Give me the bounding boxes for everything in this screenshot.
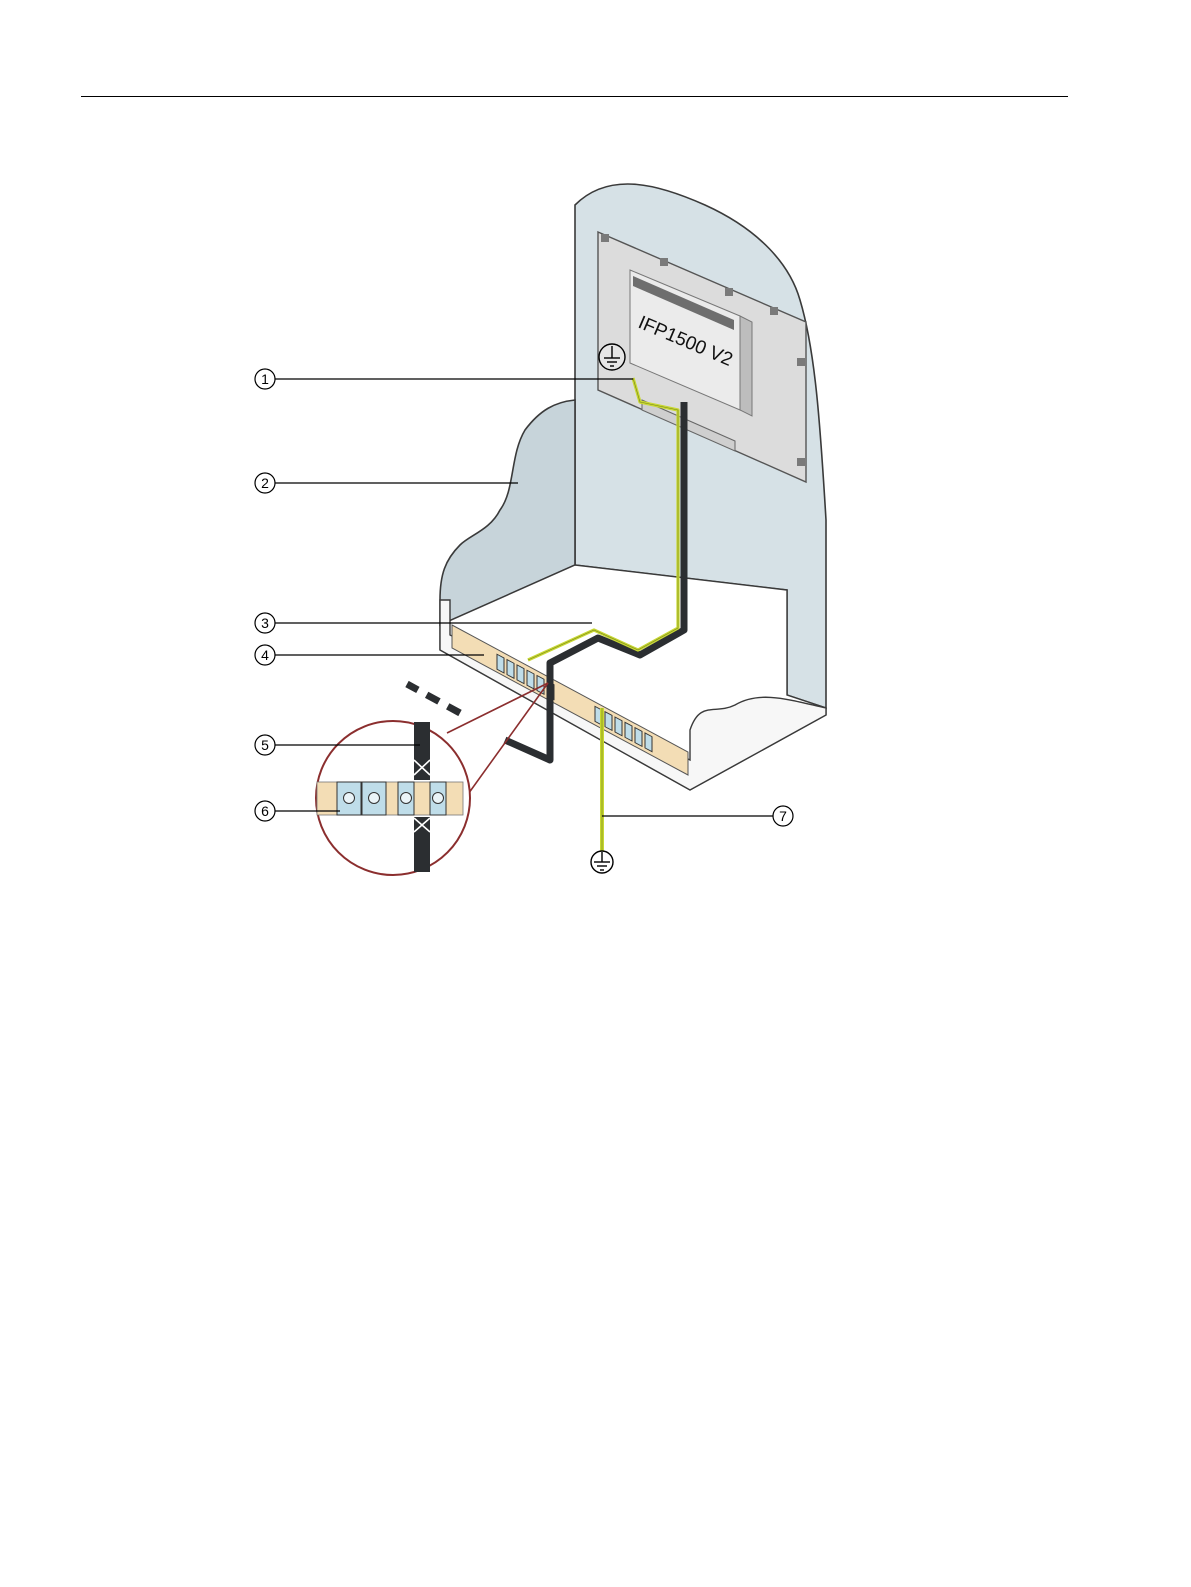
callout-5-number: 5	[261, 737, 269, 753]
callout-6: 6	[255, 801, 275, 821]
ground-symbol-icon	[599, 344, 625, 370]
callout-2-number: 2	[261, 475, 269, 491]
magnifier-detail	[316, 683, 548, 875]
callout-3: 3	[255, 613, 275, 633]
callout-3-number: 3	[261, 615, 269, 631]
callout-1-number: 1	[261, 371, 269, 387]
callout-4: 4	[255, 645, 275, 665]
callout-7-number: 7	[779, 808, 787, 824]
callout-1: 1	[255, 369, 275, 389]
magnifier-cable-top	[414, 722, 430, 780]
callout-2: 2	[255, 473, 275, 493]
callout-6-number: 6	[261, 803, 269, 819]
callout-7: 7	[773, 806, 793, 826]
callout-5: 5	[255, 735, 275, 755]
device-rear-side	[740, 316, 752, 416]
protective-earth-icon	[591, 851, 613, 873]
callout-4-number: 4	[261, 647, 269, 663]
data-cable-continuation	[407, 684, 460, 713]
